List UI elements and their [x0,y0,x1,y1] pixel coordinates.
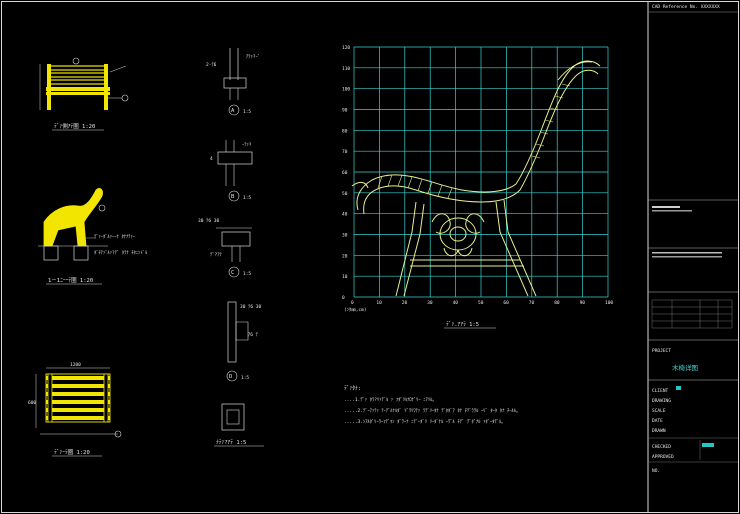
detail-b-scale: 1:5 [243,195,251,201]
grid-y-tick-label: 40 [342,212,348,218]
notes-line-2: .....2.ﾃﾞｰｱｧﾃｧ ﾃｰﾃﾞﾙﾅﾙﾀﾞ ﾘﾞﾜﾘﾜﾃｧ ﾗﾃﾞﾘｰﾀﾅ… [344,407,521,414]
title-block-label-checked: CHECKED [652,444,671,450]
plan-label: ﾃﾞｧｰﾃ圏 1:20 [54,449,90,456]
detail-c-dim-2: ﾃﾞ?ｱﾃ [210,251,222,258]
notes-line-1: ....1.ﾃﾞｧ ﾀﾗ?ﾘｧﾃﾞﾙ ｧ ﾌﾀﾟﾘﾙﾅﾛﾅﾞﾘｰ ﾆｱﾘﾙ。 [344,396,437,403]
notes-title: ﾃﾞｧﾀﾅ: [344,385,361,392]
grid-x-tick-label: 90 [580,300,586,306]
detail-label: ﾅﾃｧ?ｱﾃ 1:5 [216,439,246,446]
title-block-label-project: PROJECT [652,348,671,354]
title-block-grid [651,299,733,329]
title-block-label-scale: SCALE [652,408,666,414]
plan-dim-top: 1200 [70,362,81,368]
grid-x-tick-label: 60 [503,300,509,306]
notes-line-3: .....3.ﾝｱﾙﾀﾞﾘｰﾜｰﾌﾃﾞﾏﾝ ﾀﾞﾜｰﾅ ﾆﾃﾞｰﾀﾞﾘ ﾘｰﾀﾞ… [344,418,506,425]
detail-c-marker [228,266,240,278]
grid-x-tick-label: 100 [605,300,613,306]
grid-x-tick-label: 20 [402,300,408,306]
grid-lines [353,46,609,298]
detail-c-dim-1: 30 ﾃ6 30 [198,218,220,224]
grid-x-unit: (ﾝﾀ㎜,cm) [344,307,367,313]
grid-y-tick-label: 80 [342,128,348,134]
grid-y-tick-label: 20 [342,253,348,259]
detail-d-scale: 1:5 [241,375,249,381]
title-block-label-drawing: DRAWING [652,398,671,404]
title-block-header: CAD Reference No. XXXXXXX [652,4,720,10]
plan-view: 1200 600 ﾃﾞｧｰﾃ圏 1:20 [28,362,122,457]
grid-x-tick-label: 70 [529,300,535,306]
section-note-2: ﾀﾞﾁﾃｧﾞﾙｧ?ﾃﾞ ﾀﾗﾅ ﾁﾀﾆﾝﾄﾞﾙ [94,249,148,256]
details-column: 2-ﾃ6 ｱﾃｧ?ｰﾞ A 1:5 4 ｰﾃｧ? B 1:5 30 ﾃ6 30 … [198,48,264,447]
detail-b-dim-1: 4 [210,156,213,162]
detail-c-scale: 1:5 [243,271,251,277]
grid-y-tick-label: 110 [342,66,350,72]
bench-profile [351,60,601,297]
detail-a-dim-1: 2-ﾃ6 [206,62,217,68]
detail-d-label: D [229,374,232,380]
detail-a-marker [228,104,240,116]
grid-x-tick-label: 50 [478,300,484,306]
detail-a-label: A [231,108,235,114]
grid-x-tick-label: 40 [453,300,459,306]
grid-x-ticks: 0 10 20 30 40 50 60 70 80 90 100 [351,300,613,306]
title-block-label-date: DATE [652,418,663,424]
grid-y-tick-label: 70 [342,149,348,155]
grid-y-tick-label: 10 [342,274,348,280]
title-block-label-drawn: DRAWN [652,428,666,434]
grid-x-tick-label: 0 [351,300,354,306]
drawing-title: 木椅详图 [672,363,698,372]
grid-x-tick-label: 80 [554,300,560,306]
callout-4-marker [114,430,122,438]
grid-y-tick-label: 30 [342,233,348,239]
bench-hatch [377,83,571,199]
plan-dim-side: 600 [28,400,36,406]
title-block: CAD Reference No. XXXXXXX PROJECT 木椅详图 C… [647,1,738,512]
grid-y-ticks: 0 10 20 30 40 50 60 70 80 90 100 110 120 [342,45,350,301]
callout-3-marker [98,204,106,212]
detail-a-dim-2: ｱﾃｧ?ｰﾞ [246,53,260,60]
grid-y-tick-label: 120 [342,45,350,51]
detail-d-marker [226,370,238,382]
grid-x-tick-label: 10 [376,300,382,306]
title-block-label-approved: APPROVED [652,454,674,460]
notes-block: ﾃﾞｧﾀﾅ: ....1.ﾃﾞｧ ﾀﾗ?ﾘｧﾃﾞﾙ ｧ ﾌﾀﾟﾘﾙﾅﾛﾅﾞﾘｰ … [344,385,521,425]
profile-grid-view: 0 10 20 30 40 50 60 70 80 90 100 0 10 20 30 40 50 60 70 80… [342,45,613,329]
callout-1-marker [72,57,80,65]
detail-a-scale: 1:5 [243,109,251,115]
side-elevation-view: ﾃﾞｧ側ｱﾃ圏 1:20 [39,57,129,131]
detail-d-dim-1: 30 ﾃ6 30 [240,304,262,310]
grid-y-tick-label: 50 [342,191,348,197]
detail-d-dim-2: ｱ6 ﾃ [248,332,259,338]
detail-b-marker [228,190,240,202]
grid-x-tick-label: 30 [427,300,433,306]
detail-b-dim-2: ｰﾃｧ? [242,142,252,148]
title-block-label-client: CLIENT [652,388,669,394]
section-note-1: ﾃﾞｧｰﾀﾞﾙｧｰｰﾅ ﾀﾅﾅﾃｧｰ [94,233,136,240]
side-elevation-label: ﾃﾞｧ側ｱﾃ圏 1:20 [54,122,95,130]
section-label: 1－1ﾆｰｰﾃ圏 1:20 [48,277,93,284]
callout-2-marker [121,94,129,102]
grid-y-tick-label: 0 [342,295,345,301]
grid-y-tick-label: 90 [342,108,348,114]
grid-y-tick-label: 100 [342,87,350,93]
grid-view-label: ﾃﾞｧ.ｱｱﾗ 1:5 [446,321,479,328]
grid-y-tick-label: 60 [342,170,348,176]
title-block-label-no: NO. [652,468,660,474]
detail-c-label: C [231,270,234,276]
detail-b-label: B [231,194,235,200]
section-view: ﾃﾞｧｰﾀﾞﾙｧｰｰﾅ ﾀﾅﾅﾃｧｰ ﾀﾞﾁﾃｧﾞﾙｧ?ﾃﾞ ﾀﾗﾅ ﾁﾀﾆﾝﾄ… [38,188,148,285]
